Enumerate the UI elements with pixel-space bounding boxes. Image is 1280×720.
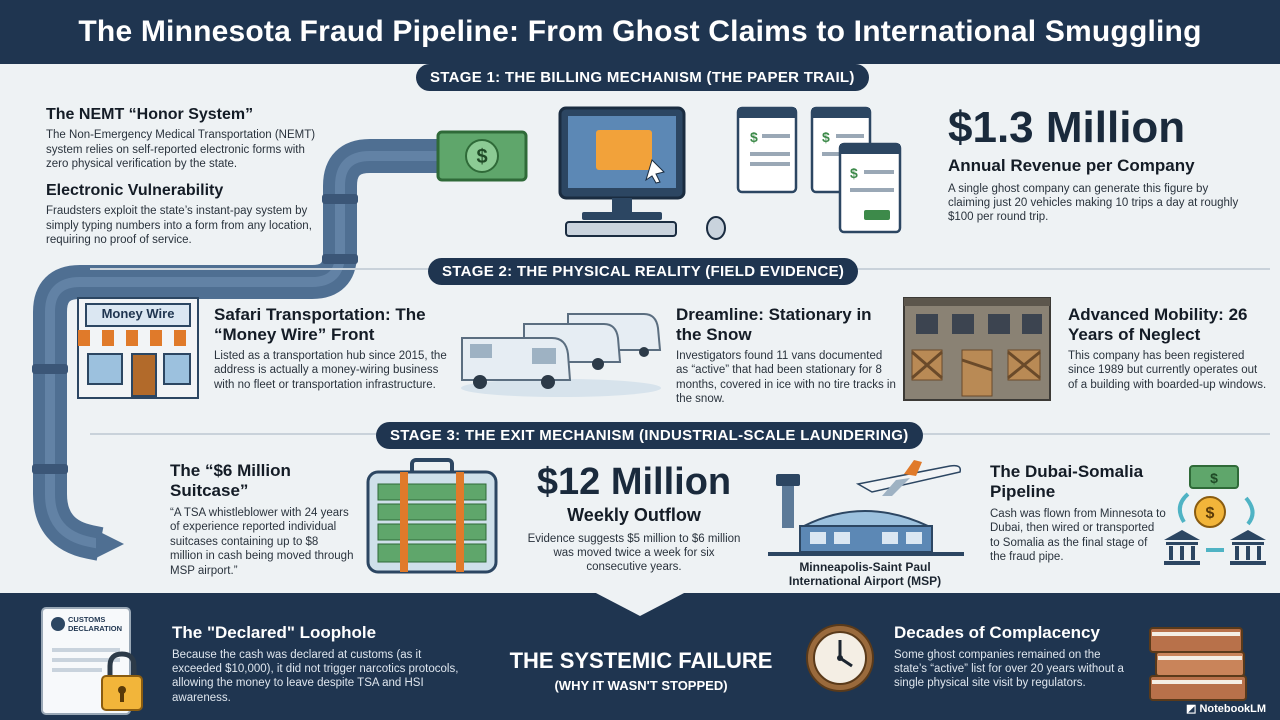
svg-text:$: $	[476, 146, 487, 168]
dubai-title: The Dubai-Somalia Pipeline	[990, 462, 1144, 501]
suitcase-block: The “$6 Million Suitcase” “A TSA whistle…	[170, 461, 354, 578]
systemic-title: THE SYSTEMIC FAILURE	[509, 648, 773, 673]
storefront-icon	[77, 297, 199, 399]
safari-block: Safari Transportation: The “Money Wire” …	[214, 305, 454, 392]
svg-text:$: $	[1210, 470, 1218, 486]
dubai-body: Cash was flown from Minnesota to Dubai, …	[990, 508, 1166, 564]
van-icon	[461, 313, 662, 397]
customs-label: CUSTOMS DECLARATION	[68, 615, 123, 633]
form-icon: $ $ $	[736, 106, 902, 234]
declared-title: The "Declared" Loophole	[172, 623, 377, 642]
declared-block: The "Declared" Loophole Because the cash…	[172, 623, 462, 705]
decades-body: Some ghost companies remained on the sta…	[894, 648, 1124, 690]
dollar-bill-icon: $	[436, 130, 528, 182]
dubai-block: The Dubai-Somalia Pipeline Cash was flow…	[990, 462, 1166, 565]
advanced-title: Advanced Mobility: 26 Years of Neglect	[1068, 305, 1248, 344]
outflow-body: Evidence suggests $5 million to $6 milli…	[527, 532, 741, 574]
svg-text:$: $	[822, 129, 830, 145]
elec-body: Fraudsters exploit the state’s instant-p…	[46, 205, 312, 247]
revenue-subtitle: Annual Revenue per Company	[948, 156, 1195, 175]
dreamline-block: Dreamline: Stationary in the Snow Invest…	[676, 305, 896, 407]
airport-caption: Minneapolis-Saint Paul International Air…	[788, 560, 942, 589]
safari-body: Listed as a transportation hub since 201…	[214, 350, 447, 391]
dreamline-body: Investigators found 11 vans documented a…	[676, 350, 896, 406]
svg-text:$: $	[750, 129, 758, 145]
outflow-subtitle: Weekly Outflow	[567, 505, 701, 525]
stage2-label: STAGE 2: THE PHYSICAL REALITY (FIELD EVI…	[428, 258, 859, 285]
nemt-body: The Non-Emergency Medical Transportation…	[46, 129, 316, 171]
stage1-label: STAGE 1: THE BILLING MECHANISM (THE PAPE…	[416, 64, 869, 91]
nemt-title: The NEMT “Honor System”	[46, 106, 254, 123]
svg-text:$: $	[850, 165, 858, 181]
binders-icon	[1149, 627, 1247, 701]
suitcase-title: The “$6 Million Suitcase”	[170, 461, 291, 500]
outflow-block: $12 Million Weekly Outflow Evidence sugg…	[524, 463, 744, 575]
header-bar: The Minnesota Fraud Pipeline: From Ghost…	[0, 0, 1280, 64]
brand-icon: ◩	[1186, 703, 1200, 715]
declared-body: Because the cash was declared at customs…	[172, 648, 459, 704]
store-sign: Money Wire	[101, 306, 175, 321]
computer-icon	[558, 106, 726, 240]
airport-icon	[768, 460, 964, 556]
clock-icon	[806, 624, 874, 692]
suitcase-body: “A TSA whistleblower with 24 years of ex…	[170, 507, 354, 577]
nemt-block: The NEMT “Honor System” The Non-Emergenc…	[46, 106, 316, 172]
stage3-label: STAGE 3: THE EXIT MECHANISM (INDUSTRIAL-…	[376, 422, 923, 449]
decades-block: Decades of Complacency Some ghost compan…	[894, 623, 1130, 691]
advanced-block: Advanced Mobility: 26 Years of Neglect T…	[1068, 305, 1268, 392]
systemic-block: THE SYSTEMIC FAILURE (WHY IT WASN'T STOP…	[486, 648, 796, 693]
suitcase-icon	[366, 458, 498, 574]
brand-text: NotebookLM	[1199, 703, 1267, 715]
safari-title: Safari Transportation: The “Money Wire” …	[214, 305, 426, 344]
building-icon	[903, 297, 1051, 401]
airplane-icon	[855, 460, 962, 496]
systemic-subtitle: (WHY IT WASN'T STOPPED)	[554, 678, 728, 693]
revenue-block: $1.3 Million Annual Revenue per Company …	[948, 106, 1268, 225]
bank-icon: $ $	[1164, 465, 1266, 565]
footer-notch	[594, 592, 686, 616]
outflow-number: $12 Million	[536, 461, 732, 503]
revenue-number: $1.3 Million	[948, 103, 1186, 152]
revenue-body: A single ghost company can generate this…	[948, 182, 1239, 224]
pipe-graphic	[32, 139, 440, 561]
elec-title: Electronic Vulnerability	[46, 182, 224, 199]
padlock-icon	[41, 607, 143, 715]
svg-text:$: $	[1206, 505, 1215, 522]
dreamline-title: Dreamline: Stationary in the Snow	[676, 305, 872, 344]
elec-block: Electronic Vulnerability Fraudsters expl…	[46, 182, 316, 248]
page-title: The Minnesota Fraud Pipeline: From Ghost…	[78, 15, 1202, 48]
advanced-body: This company has been registered since 1…	[1068, 350, 1267, 391]
decades-title: Decades of Complacency	[894, 623, 1100, 642]
brand-label: ◩ NotebookLM	[1186, 702, 1266, 715]
